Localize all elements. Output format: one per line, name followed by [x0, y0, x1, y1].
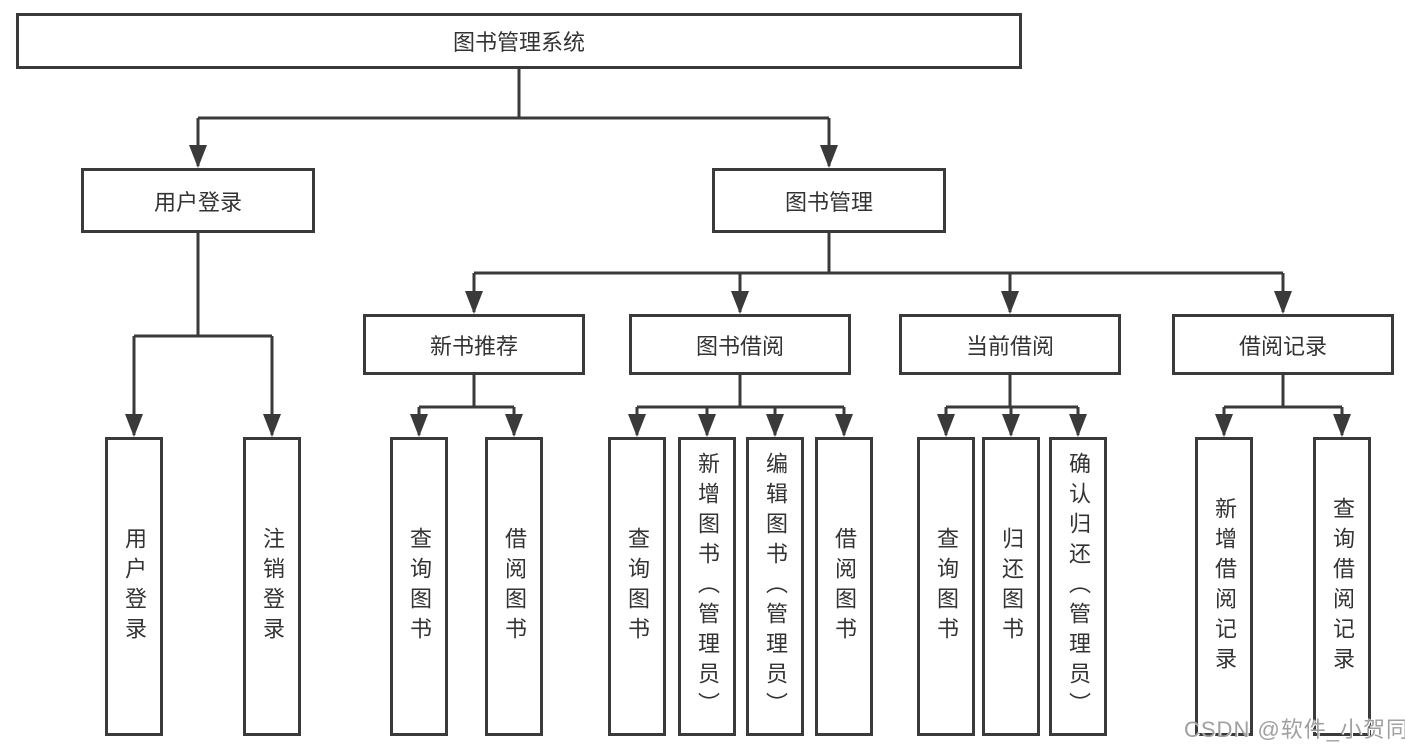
leaf-records-add-record: 新增借阅记录 [1195, 437, 1253, 736]
leaf-user-login-label: 用户登录 [122, 526, 147, 647]
leaf-records-query-record-label: 查询借阅记录 [1330, 496, 1355, 677]
leaf-logout: 注销登录 [243, 437, 301, 736]
node-root-label: 图书管理系统 [452, 30, 585, 55]
leaf-borrow-borrow-book: 借阅图书 [815, 437, 873, 736]
node-new-book-recommend-label: 新书推荐 [429, 333, 518, 359]
node-book-management-label: 图书管理 [784, 189, 873, 215]
node-book-management: 图书管理 [712, 168, 946, 233]
node-user-login-label: 用户登录 [153, 189, 242, 215]
leaf-borrow-query-book-label: 查询图书 [625, 526, 650, 647]
leaf-records-query-record: 查询借阅记录 [1313, 437, 1371, 736]
leaf-current-query-book-label: 查询图书 [934, 526, 959, 647]
leaf-newbook-borrow-book: 借阅图书 [485, 437, 543, 736]
node-book-borrow: 图书借阅 [629, 314, 851, 375]
leaf-borrow-edit-book-admin-label: 编辑图书（管理员） [763, 451, 788, 722]
leaf-borrow-add-book-admin: 新增图书（管理员） [678, 437, 736, 736]
leaf-current-confirm-return-admin: 确认归还（管理员） [1049, 437, 1107, 736]
leaf-borrow-add-book-admin-label: 新增图书（管理员） [695, 451, 720, 722]
leaf-borrow-query-book: 查询图书 [608, 437, 666, 736]
node-current-borrow-label: 当前借阅 [965, 333, 1054, 359]
leaf-newbook-query-book-label: 查询图书 [407, 526, 432, 647]
node-book-borrow-label: 图书借阅 [695, 333, 784, 359]
leaf-records-add-record-label: 新增借阅记录 [1212, 496, 1237, 677]
node-borrow-records-label: 借阅记录 [1238, 333, 1327, 359]
arrowheads [125, 145, 1351, 437]
node-new-book-recommend: 新书推荐 [363, 314, 585, 375]
leaf-borrow-edit-book-admin: 编辑图书（管理员） [746, 437, 804, 736]
leaf-user-login: 用户登录 [105, 437, 163, 736]
leaf-borrow-borrow-book-label: 借阅图书 [832, 526, 857, 647]
leaf-current-confirm-return-admin-label: 确认归还（管理员） [1066, 451, 1091, 722]
leaf-current-return-book: 归还图书 [982, 437, 1040, 736]
csdn-watermark: CSDN @软件_小贺同学 [1184, 717, 1405, 742]
node-root: 图书管理系统 [16, 13, 1022, 69]
leaf-logout-label: 注销登录 [260, 526, 285, 647]
node-borrow-records: 借阅记录 [1172, 314, 1394, 375]
leaf-newbook-query-book: 查询图书 [390, 437, 448, 736]
leaf-newbook-borrow-book-label: 借阅图书 [502, 526, 527, 647]
leaf-current-query-book: 查询图书 [917, 437, 975, 736]
node-user-login: 用户登录 [81, 168, 315, 233]
node-current-borrow: 当前借阅 [899, 314, 1121, 375]
leaf-current-return-book-label: 归还图书 [999, 526, 1024, 647]
